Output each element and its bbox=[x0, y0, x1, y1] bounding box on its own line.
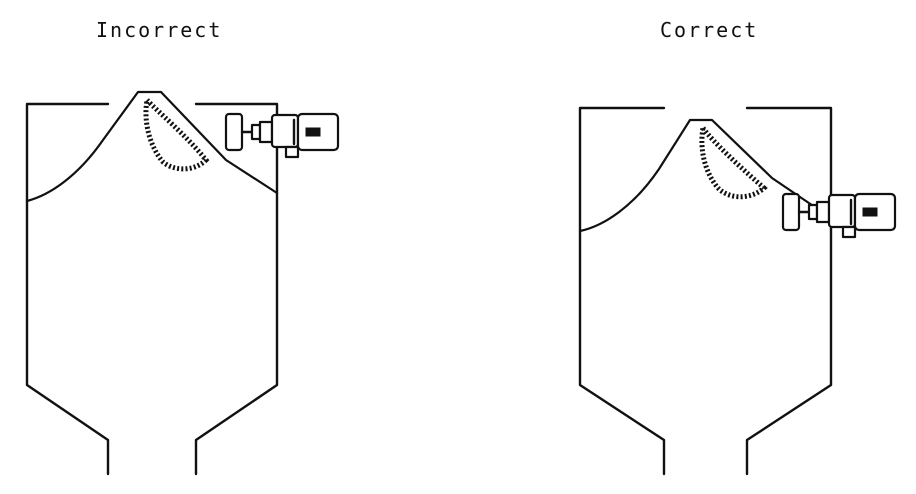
silo-right-wall bbox=[745, 106, 833, 476]
level-sensor-incorrect bbox=[224, 112, 340, 159]
material-heap bbox=[578, 118, 833, 233]
silo-right-wall bbox=[194, 102, 279, 476]
material-buildup-zone bbox=[143, 94, 210, 172]
material-buildup-zone bbox=[699, 121, 768, 200]
correct-label: Correct bbox=[660, 18, 759, 42]
material-heap bbox=[25, 90, 279, 203]
panel-incorrect bbox=[25, 90, 340, 476]
silo-left-wall bbox=[25, 102, 110, 476]
silo-left-wall bbox=[578, 106, 666, 476]
panel-correct bbox=[578, 106, 897, 476]
level-sensor-correct bbox=[781, 192, 897, 239]
incorrect-label: Incorrect bbox=[96, 18, 223, 42]
